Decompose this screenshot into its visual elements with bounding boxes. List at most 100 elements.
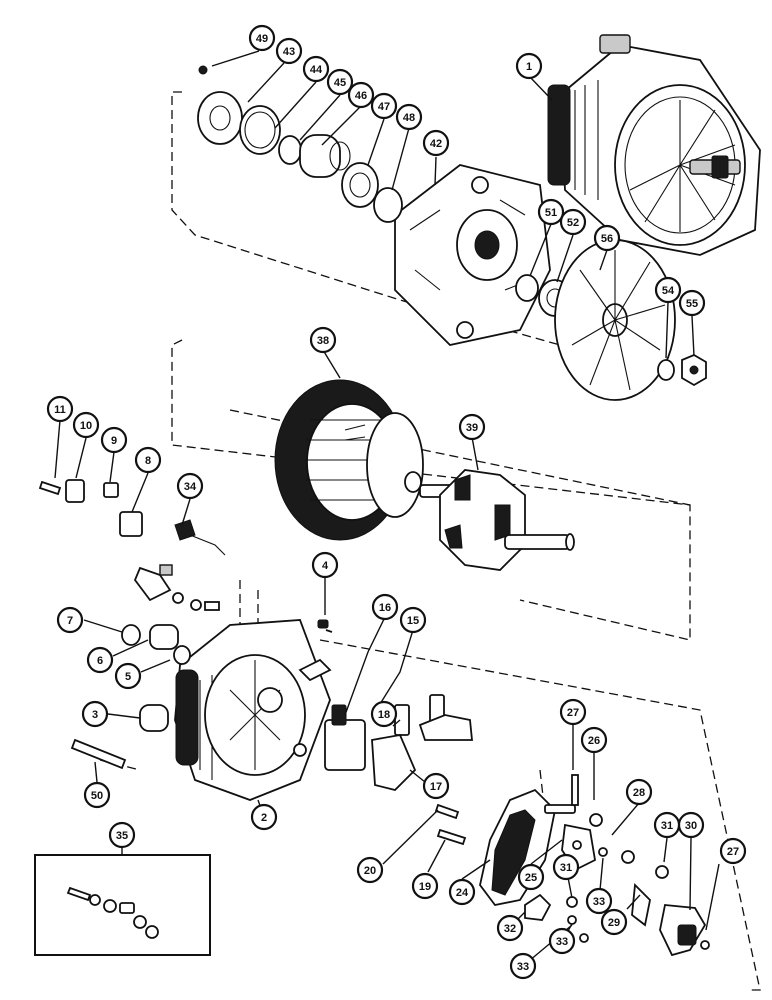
drive-end-bearing-parts	[197, 65, 572, 317]
callout-circle	[585, 887, 613, 915]
callout-circle	[134, 446, 162, 474]
callout-number: 49	[256, 33, 268, 45]
callout-circle	[654, 276, 682, 304]
callout-number: 11	[54, 404, 66, 416]
callout-circle	[356, 856, 384, 884]
callout-circle	[108, 821, 136, 849]
callout-circle	[719, 837, 747, 865]
callout-number: 29	[608, 917, 620, 929]
callout-25: 25	[517, 863, 545, 891]
leader-lines	[54, 50, 720, 967]
terminal-hardware	[38, 479, 333, 770]
callout-1: 1	[515, 52, 543, 80]
callout-circle	[56, 606, 84, 634]
callout-33: 33	[585, 887, 613, 915]
callout-18: 18	[370, 700, 398, 728]
callout-circle	[250, 803, 278, 831]
callout-24: 24	[448, 878, 476, 906]
callout-number: 7	[67, 615, 73, 627]
callout-6: 6	[86, 646, 114, 674]
callout-circle	[370, 700, 398, 728]
callout-circle	[517, 863, 545, 891]
callout-circle	[580, 726, 608, 754]
callout-number: 6	[97, 655, 103, 667]
callout-33: 33	[548, 927, 576, 955]
callout-35: 35	[108, 821, 136, 849]
callout-11: 11	[46, 395, 74, 423]
callout-number: 24	[456, 887, 469, 899]
callout-circle	[395, 103, 423, 131]
callout-56: 56	[593, 224, 621, 252]
callout-50: 50	[83, 781, 111, 809]
callout-number: 33	[517, 961, 529, 973]
callout-number: 42	[430, 138, 442, 150]
callout-number: 56	[601, 233, 613, 245]
callout-number: 34	[184, 481, 197, 493]
callout-number: 31	[661, 820, 673, 832]
callout-circle	[678, 289, 706, 317]
callout-circle	[537, 198, 565, 226]
callout-16: 16	[371, 593, 399, 621]
callout-15: 15	[399, 606, 427, 634]
callout-circle	[422, 129, 450, 157]
callout-42: 42	[422, 129, 450, 157]
callout-circle	[83, 781, 111, 809]
callout-47: 47	[370, 92, 398, 120]
callout-number: 46	[355, 90, 367, 102]
callout-number: 15	[407, 615, 419, 627]
callout-29: 29	[600, 908, 628, 936]
callout-20: 20	[356, 856, 384, 884]
callout-30: 30	[677, 811, 705, 839]
callout-circle	[86, 646, 114, 674]
callout-48: 48	[395, 103, 423, 131]
callout-circle	[496, 914, 524, 942]
callout-39: 39	[458, 413, 486, 441]
callout-circle	[309, 326, 337, 354]
callout-number: 55	[686, 298, 698, 310]
callout-43: 43	[275, 37, 303, 65]
callout-number: 35	[116, 830, 128, 842]
callout-3: 3	[81, 700, 109, 728]
callout-33: 33	[509, 952, 537, 980]
callout-circle	[302, 55, 330, 83]
callout-number: 33	[556, 936, 568, 948]
callout-circle	[448, 878, 476, 906]
callout-labels: 1234567891011151617181920242526272728293…	[46, 24, 747, 980]
stator	[274, 379, 424, 541]
callout-number: 20	[364, 865, 376, 877]
callout-number: 26	[588, 735, 600, 747]
callout-circle	[371, 593, 399, 621]
callout-number: 4	[322, 560, 329, 572]
callout-number: 48	[403, 112, 415, 124]
callout-circle	[370, 92, 398, 120]
callout-31: 31	[552, 853, 580, 881]
callout-circle	[515, 52, 543, 80]
callout-number: 51	[545, 207, 557, 219]
callout-number: 32	[504, 923, 516, 935]
callout-number: 5	[125, 671, 131, 683]
callout-circle	[248, 24, 276, 52]
callout-circle	[458, 413, 486, 441]
callout-number: 16	[379, 602, 391, 614]
callout-number: 17	[430, 781, 442, 793]
callout-54: 54	[654, 276, 682, 304]
callout-circle	[100, 426, 128, 454]
callout-number: 54	[662, 285, 675, 297]
callout-circle	[347, 81, 375, 109]
callout-number: 45	[334, 77, 346, 89]
callout-number: 2	[261, 812, 267, 824]
callout-circle	[559, 208, 587, 236]
callout-circle	[399, 606, 427, 634]
callout-28: 28	[625, 778, 653, 806]
callout-52: 52	[559, 208, 587, 236]
callout-circle	[275, 37, 303, 65]
callout-46: 46	[347, 81, 375, 109]
callout-circle	[509, 952, 537, 980]
callout-number: 44	[310, 64, 323, 76]
callout-32: 32	[496, 914, 524, 942]
callout-circle	[114, 662, 142, 690]
callout-number: 3	[92, 709, 98, 721]
pulley-nut-washer	[657, 353, 707, 387]
callout-number: 30	[685, 820, 697, 832]
callout-number: 19	[419, 881, 431, 893]
